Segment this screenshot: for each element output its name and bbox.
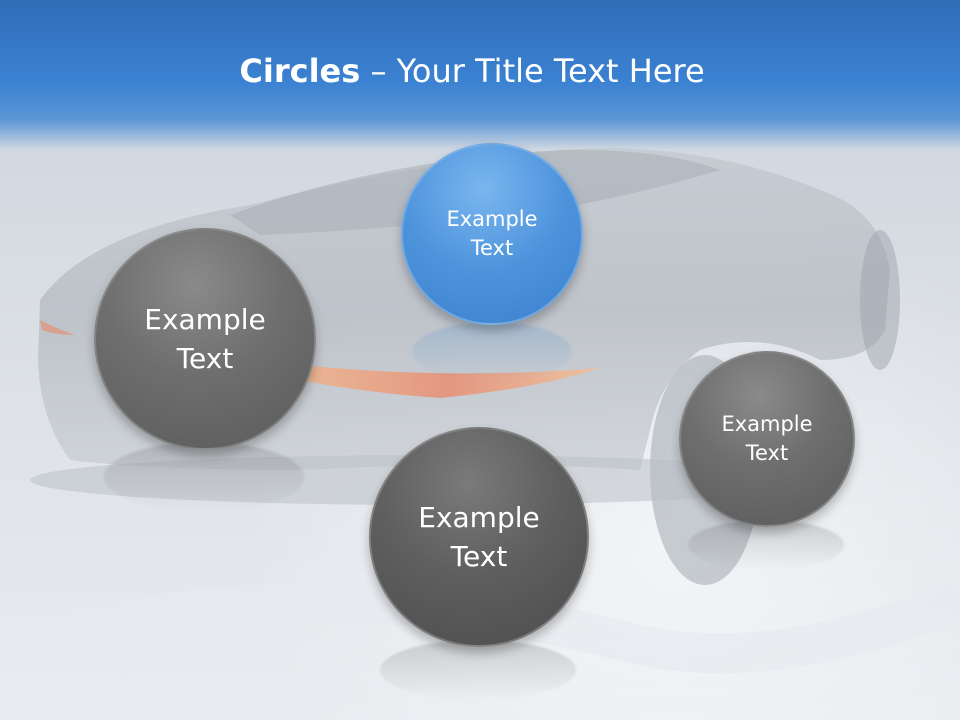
title-rest: – Your Title Text Here (360, 52, 705, 90)
circle-label-line2: Text (176, 342, 234, 375)
circle-top-blue[interactable]: Example Text (401, 143, 583, 325)
title-bar (0, 0, 960, 150)
circle-reflection (380, 640, 576, 700)
circle-left-grey[interactable]: Example Text (94, 228, 316, 450)
title-bold: Circles (239, 52, 361, 90)
circle-reflection (688, 520, 844, 570)
circle-reflection (412, 322, 572, 382)
circle-label-line2: Text (470, 236, 514, 260)
circle-reflection (104, 442, 304, 512)
circle-bottom-grey[interactable]: Example Text (369, 427, 589, 647)
circle-label-line1: Example (144, 302, 266, 336)
slide-title: Circles – Your Title Text Here (0, 52, 944, 90)
circle-label-line2: Text (745, 441, 789, 465)
circle-right-grey[interactable]: Example Text (679, 351, 855, 527)
circle-label-line1: Example (446, 206, 538, 231)
circle-label-line2: Text (450, 540, 508, 573)
circle-label-line1: Example (418, 500, 540, 534)
circle-label-line1: Example (721, 411, 813, 436)
